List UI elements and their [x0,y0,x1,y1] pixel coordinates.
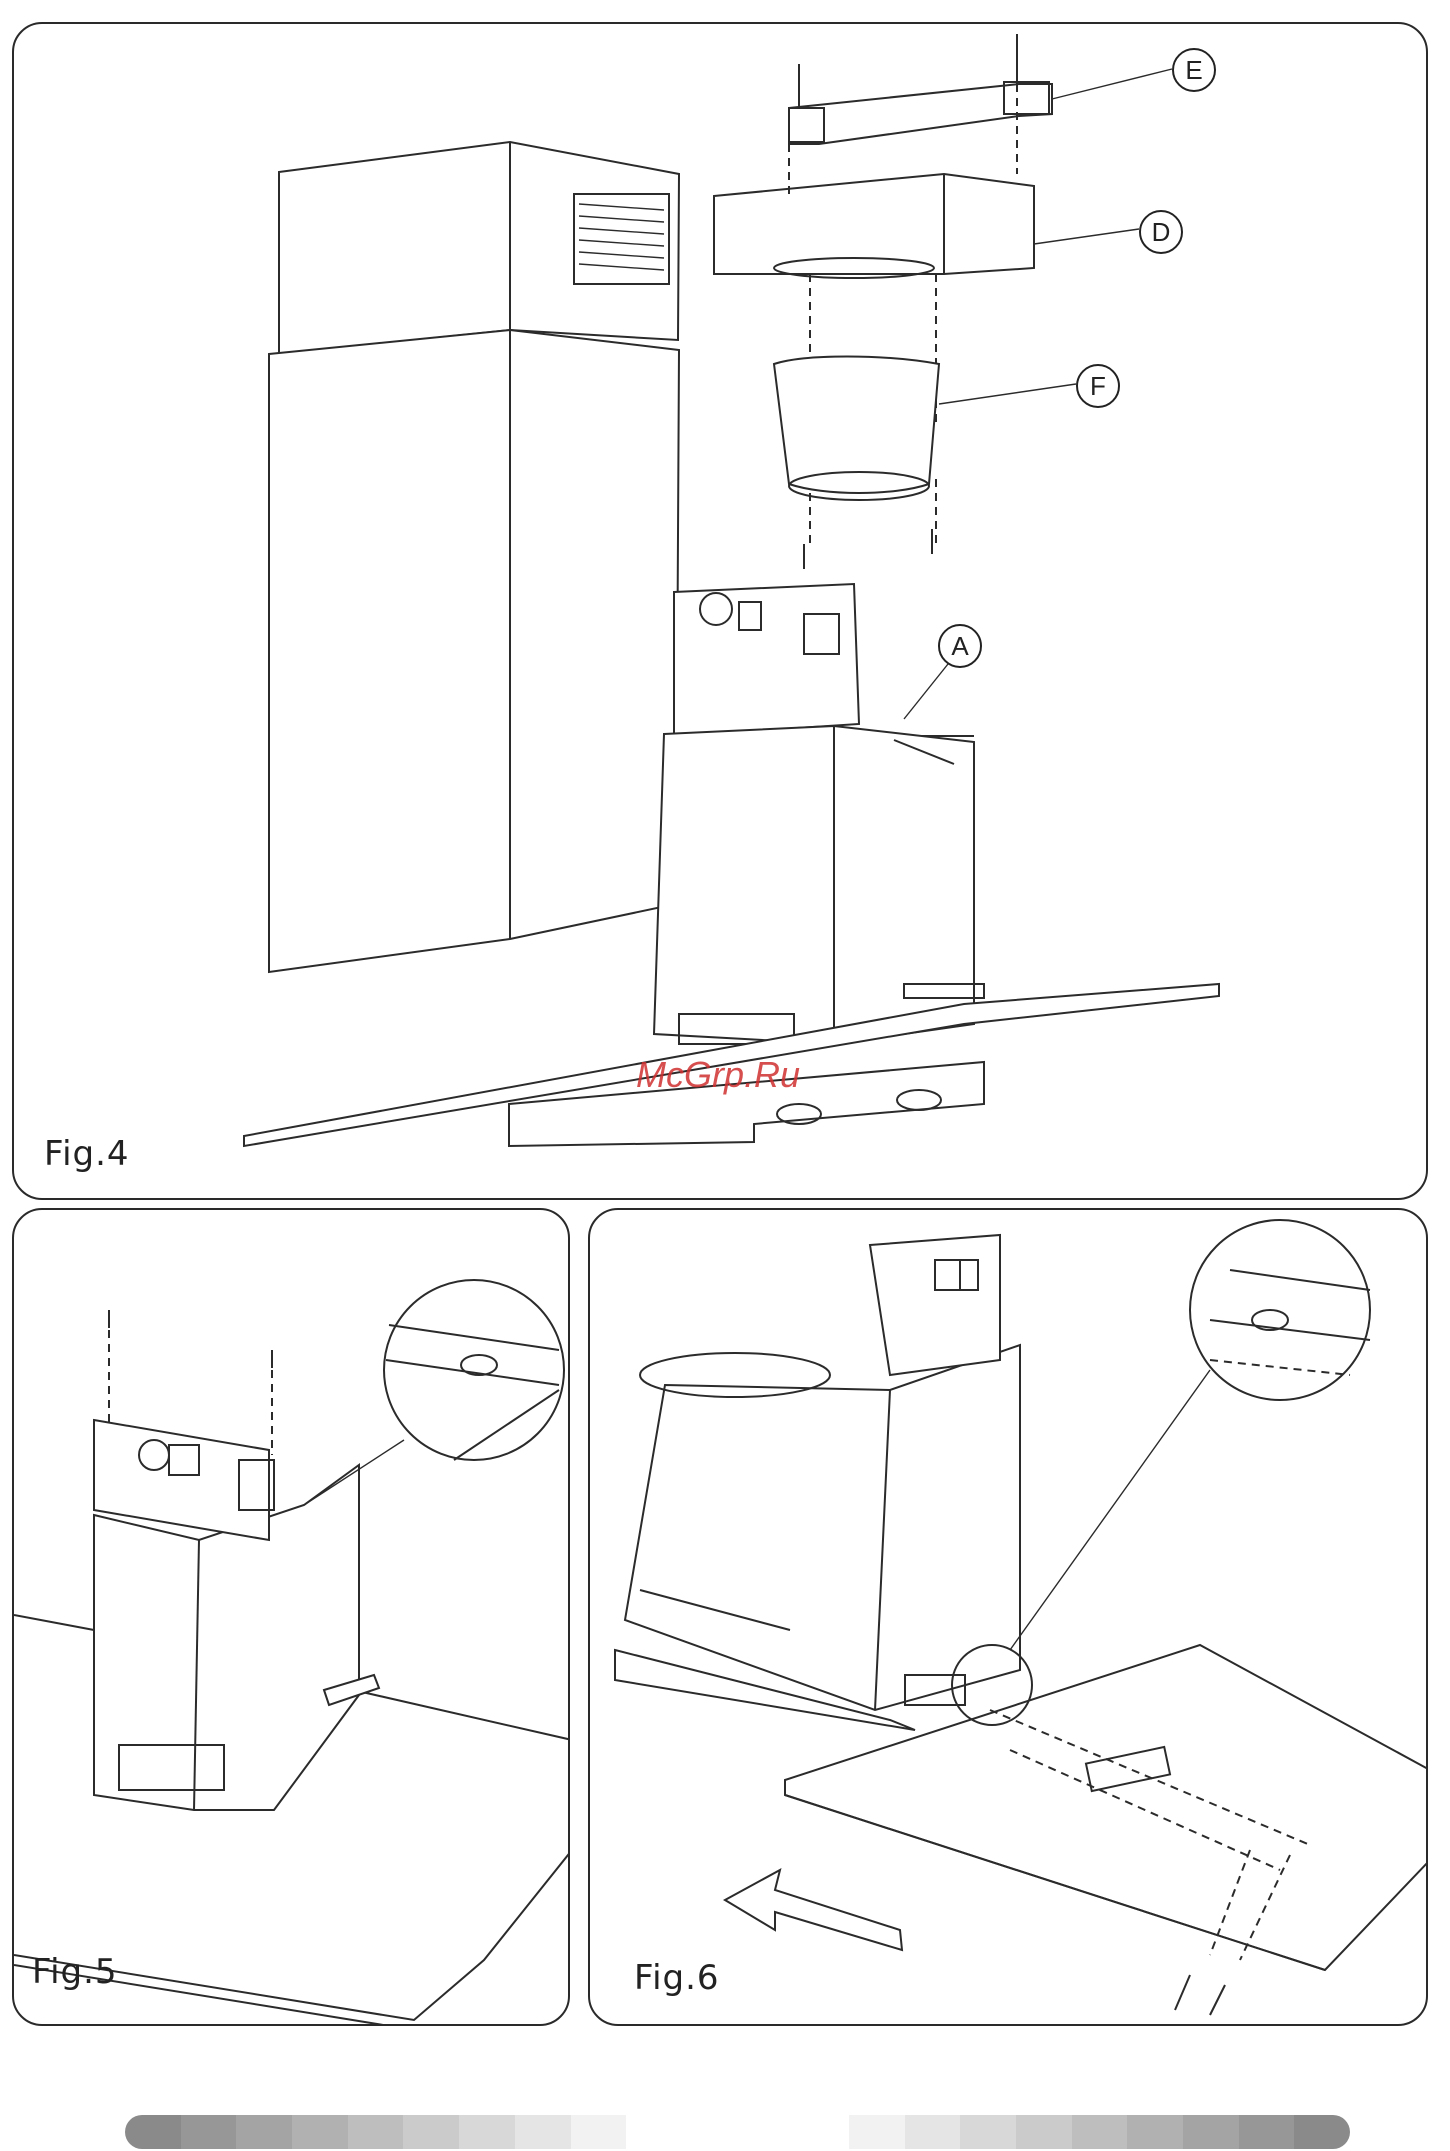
fig5-panel: Fig.5 [12,1208,570,2026]
callout-d: D [1139,210,1183,254]
fig5-drawing [14,1210,570,2026]
fig4-drawing [14,24,1428,1200]
callout-e: E [1172,48,1216,92]
fig5-label: Fig.5 [32,1952,118,1992]
fig6-panel: Fig.6 [588,1208,1428,2026]
callout-a: A [938,624,982,668]
callout-f: F [1076,364,1120,408]
fig4-label: Fig.4 [44,1134,130,1174]
page-footer-bar [125,2115,1350,2149]
fig6-drawing [590,1210,1428,2026]
watermark: McGrp.Ru [636,1054,800,1096]
fig6-label: Fig.6 [634,1958,720,1998]
fig4-panel: E D F A McGrp.Ru Fig.4 [12,22,1428,1200]
